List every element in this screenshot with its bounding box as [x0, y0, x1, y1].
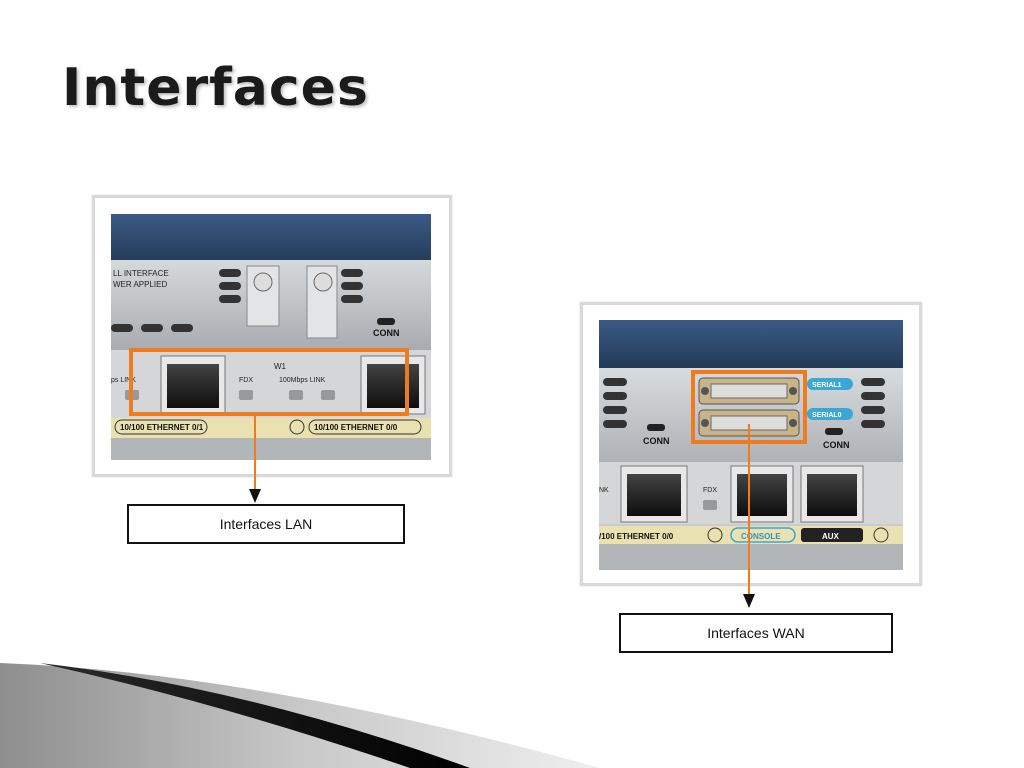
lan-arrow [249, 413, 261, 503]
slide-title: Interfaces [62, 58, 369, 118]
wan-label-nk: NK [599, 487, 609, 494]
lan-label-eth0: 10/100 ETHERNET 0/0 [314, 423, 398, 432]
wan-callout-box: Interfaces WAN [619, 613, 893, 653]
wan-label-serial0: SERIAL0 [812, 412, 842, 419]
lan-label-conn: CONN [373, 328, 400, 338]
lan-router-photo: LL INTERFACE WER APPLIED CONN W1 ps LINK… [92, 195, 452, 477]
wan-label-eth0: /100 ETHERNET 0/0 [599, 532, 674, 541]
lan-label-w1: W1 [274, 362, 287, 371]
wan-label-conn-left: CONN [643, 436, 670, 446]
wan-callout-label: Interfaces WAN [707, 625, 805, 641]
wan-arrow [743, 424, 755, 608]
lan-label-fdx: FDX [239, 377, 253, 384]
wan-label-fdx: FDX [703, 487, 717, 494]
lan-router-image: LL INTERFACE WER APPLIED CONN W1 ps LINK… [111, 214, 431, 460]
corner-swoosh-decoration [0, 663, 600, 768]
lan-label-interface: LL INTERFACE [113, 269, 169, 278]
wan-label-console: CONSOLE [741, 532, 781, 541]
lan-label-link-left: ps LINK [111, 377, 136, 384]
wan-label-serial1: SERIAL1 [812, 382, 842, 389]
lan-label-eth1: 10/100 ETHERNET 0/1 [120, 423, 204, 432]
wan-router-photo: CONN CONN SERIAL1 SERIAL0 NK FDX /100 ET… [580, 302, 922, 586]
lan-label-speed-link: 100Mbps LINK [279, 377, 326, 384]
wan-label-aux: AUX [822, 532, 840, 541]
wan-label-conn-right: CONN [823, 440, 850, 450]
wan-router-image: CONN CONN SERIAL1 SERIAL0 NK FDX /100 ET… [599, 320, 903, 570]
lan-label-applied: WER APPLIED [113, 280, 167, 289]
lan-callout-box: Interfaces LAN [127, 504, 405, 544]
lan-callout-label: Interfaces LAN [219, 516, 313, 532]
